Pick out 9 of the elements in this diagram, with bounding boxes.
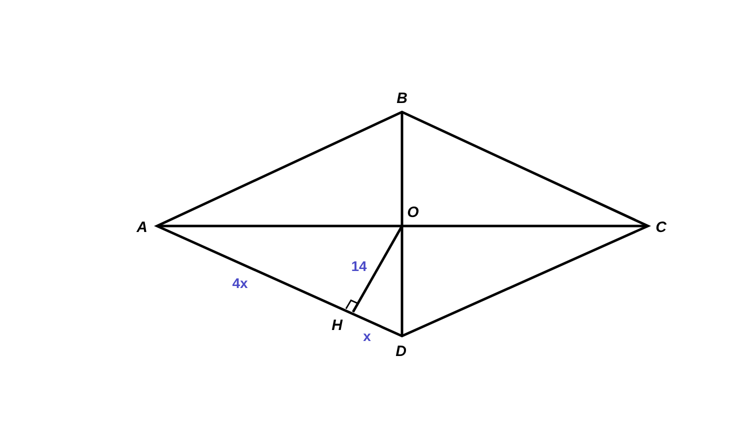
length-label: x	[363, 328, 371, 344]
vertex-label: B	[396, 91, 408, 107]
vertex-label: O	[407, 205, 419, 221]
vertex-label: C	[656, 220, 666, 236]
length-label: 14	[351, 258, 367, 274]
length-label: 4x	[232, 275, 248, 291]
vertex-label: D	[396, 344, 406, 360]
vertex-label: H	[332, 318, 342, 334]
vertex-label: A	[136, 220, 148, 236]
